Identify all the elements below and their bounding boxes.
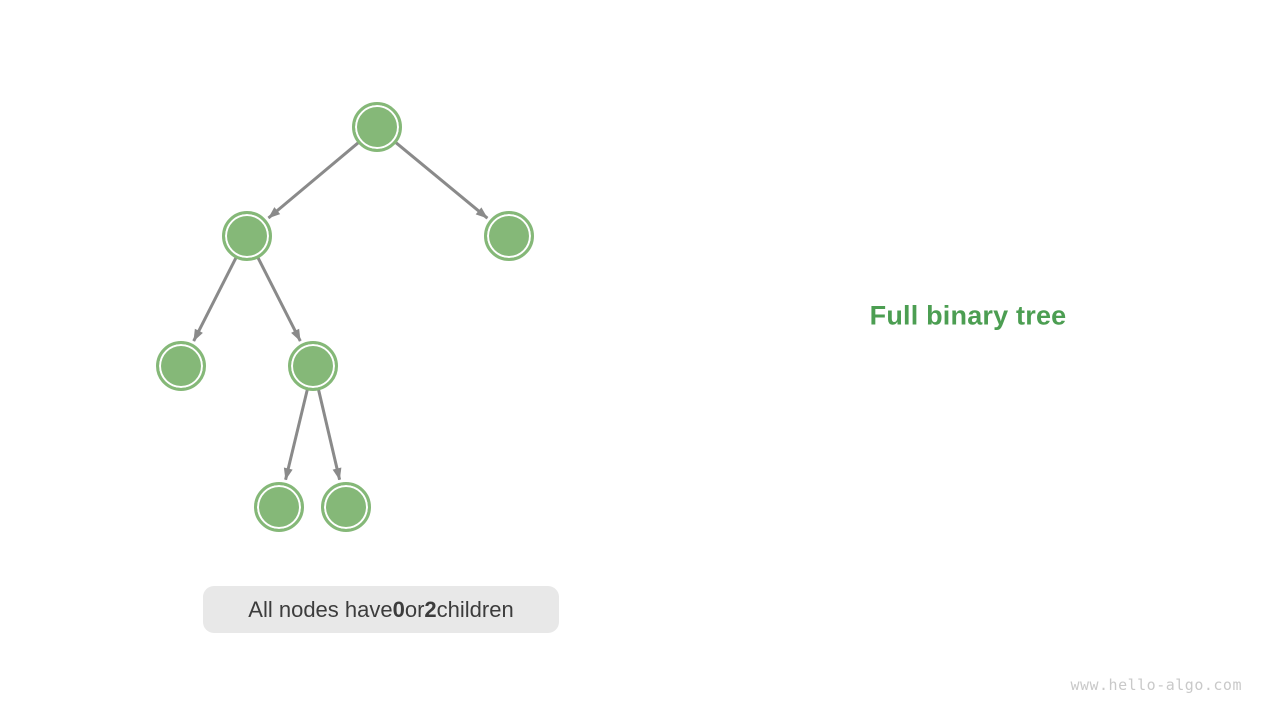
tree-node xyxy=(484,211,534,261)
tree-node xyxy=(321,482,371,532)
tree-node xyxy=(254,482,304,532)
tree-edge-arrow xyxy=(283,388,309,481)
tree-edge-arrow xyxy=(192,256,238,342)
tree-edge-arrow xyxy=(317,389,342,481)
tree-node xyxy=(288,341,338,391)
caption-text-segment: 2 xyxy=(424,596,437,622)
tree-edge-arrow xyxy=(394,141,489,220)
caption-box: All nodes have 0 or 2 children xyxy=(203,586,559,633)
watermark-url: www.hello-algo.com xyxy=(1070,676,1242,694)
tree-node xyxy=(352,102,402,152)
tree-edge-arrow xyxy=(256,256,302,342)
figure-title: Full binary tree xyxy=(869,300,1067,331)
tree-edge-arrow xyxy=(267,141,360,220)
caption-text-segment: 0 xyxy=(392,596,405,622)
tree-node xyxy=(222,211,272,261)
caption-text-segment: children xyxy=(436,596,514,622)
caption-text-segment: All nodes have xyxy=(248,596,393,622)
caption-text-segment: or xyxy=(404,596,425,622)
tree-node xyxy=(156,341,206,391)
